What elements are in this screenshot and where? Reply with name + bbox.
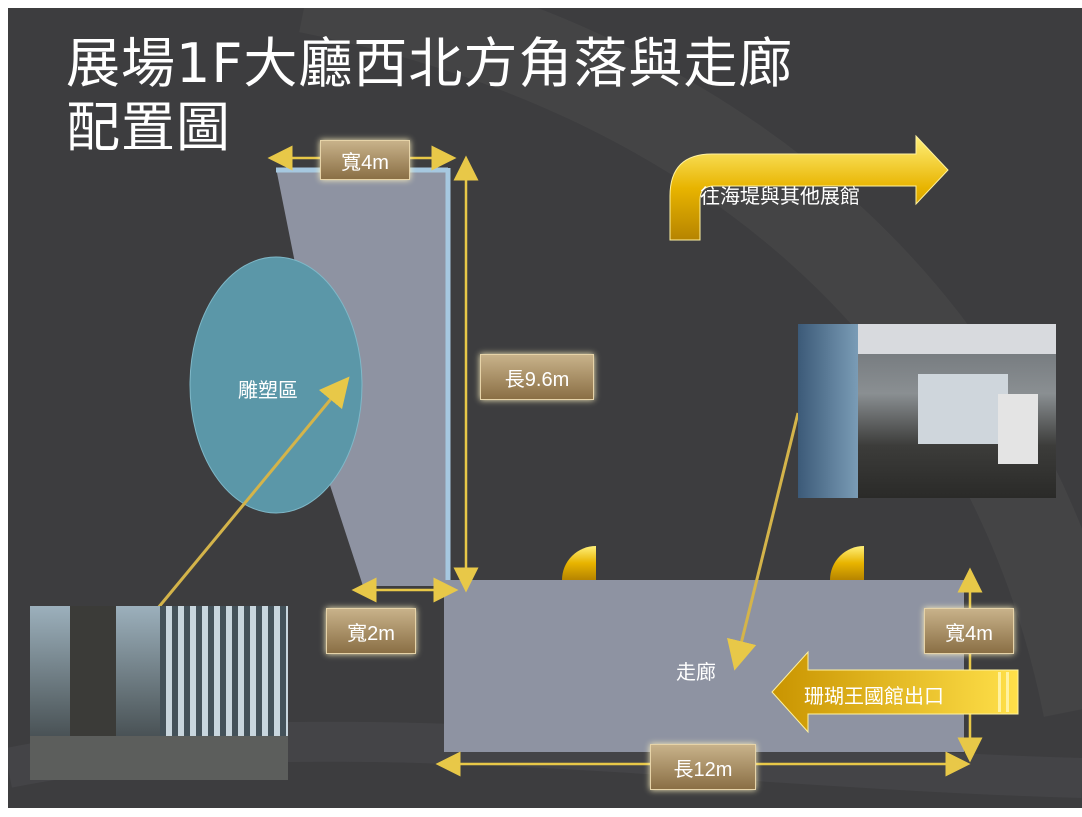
title-line-2: 配置圖 <box>66 96 231 159</box>
top-width-badge: 寬4m <box>320 140 410 180</box>
sculpture-photo <box>30 606 288 780</box>
photo-ceiling <box>858 324 1056 354</box>
corridor-length-badge: 長12m <box>650 744 756 790</box>
corridor-label: 走廊 <box>676 662 716 684</box>
coral-exit-label: 珊瑚王國館出口 <box>804 686 944 708</box>
photo-window <box>798 324 858 498</box>
bottom-width-badge: 寬2m <box>326 608 416 654</box>
to-seawall-arrow <box>669 134 949 241</box>
corridor-width-badge: 寬4m <box>924 608 1014 654</box>
door-icon <box>562 546 596 580</box>
decorative-swoosh <box>299 8 1082 717</box>
vertical-length-badge: 長9.6m <box>480 354 594 400</box>
door-icon <box>830 546 864 580</box>
corridor-photo-pointer-arrow <box>727 412 800 671</box>
photo-tree-trunk <box>70 606 116 746</box>
title-line-1: 展場1F大廳西北方角落與走廊 <box>66 32 794 95</box>
to-seawall-label: 往海堤與其他展館 <box>700 186 860 208</box>
exit-arrow-stripe <box>1006 672 1009 712</box>
page-title: 展場1F大廳西北方角落與走廊 配置圖 <box>66 32 793 160</box>
exit-arrow-stripe <box>998 672 1001 712</box>
sculpture-area-ellipse <box>189 256 363 514</box>
sculpture-photo-pointer-arrow <box>156 376 350 609</box>
sculpture-area-label: 雕塑區 <box>238 380 298 402</box>
photo-glass-wall <box>160 606 288 736</box>
photo-doorway <box>918 374 1008 444</box>
corridor-shape <box>444 580 964 752</box>
photo-wall-panel <box>998 394 1038 464</box>
photo-floor <box>30 736 288 780</box>
coral-exit-arrow <box>771 650 1019 734</box>
corridor-photo <box>798 324 1056 498</box>
slide-canvas: 展場1F大廳西北方角落與走廊 配置圖 寬4m 長9.6m 寬2m 寬4m 長12… <box>8 8 1082 808</box>
